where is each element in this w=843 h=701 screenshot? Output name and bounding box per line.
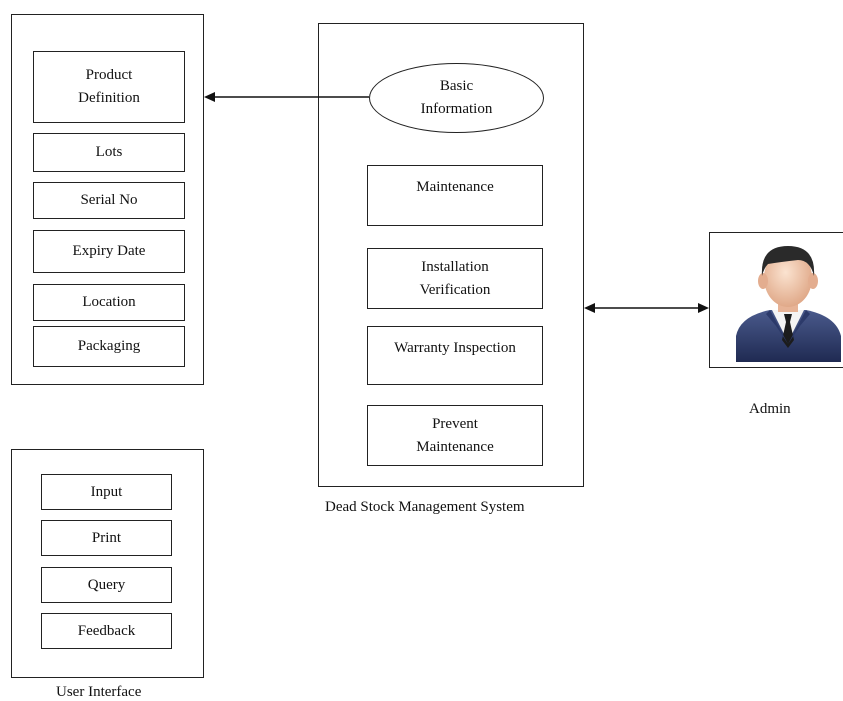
warranty-inspection-box: Warranty Inspection — [367, 326, 543, 385]
system-arrowhead — [584, 303, 595, 313]
admin-user-icon — [736, 246, 841, 362]
maintenance-box: Maintenance — [367, 165, 543, 226]
expiry-date-box: Expiry Date — [33, 230, 185, 273]
print-box: Print — [41, 520, 172, 556]
installation-verification-box: Installation Verification — [367, 248, 543, 309]
basic-information-ellipse: Basic Information — [369, 63, 544, 133]
input-box: Input — [41, 474, 172, 510]
system-caption: Dead Stock Management System — [325, 499, 525, 515]
admin-caption: Admin — [749, 401, 791, 417]
query-box: Query — [41, 567, 172, 603]
feedback-box: Feedback — [41, 613, 172, 649]
serial-no-box: Serial No — [33, 182, 185, 219]
packaging-box: Packaging — [33, 326, 185, 367]
user-interface-caption: User Interface — [56, 684, 142, 700]
admin-arrowhead — [698, 303, 709, 313]
lots-box: Lots — [33, 133, 185, 172]
location-box: Location — [33, 284, 185, 321]
product-arrowhead — [204, 92, 215, 102]
product-definition-box: Product Definition — [33, 51, 185, 123]
prevent-maintenance-box: Prevent Maintenance — [367, 405, 543, 466]
